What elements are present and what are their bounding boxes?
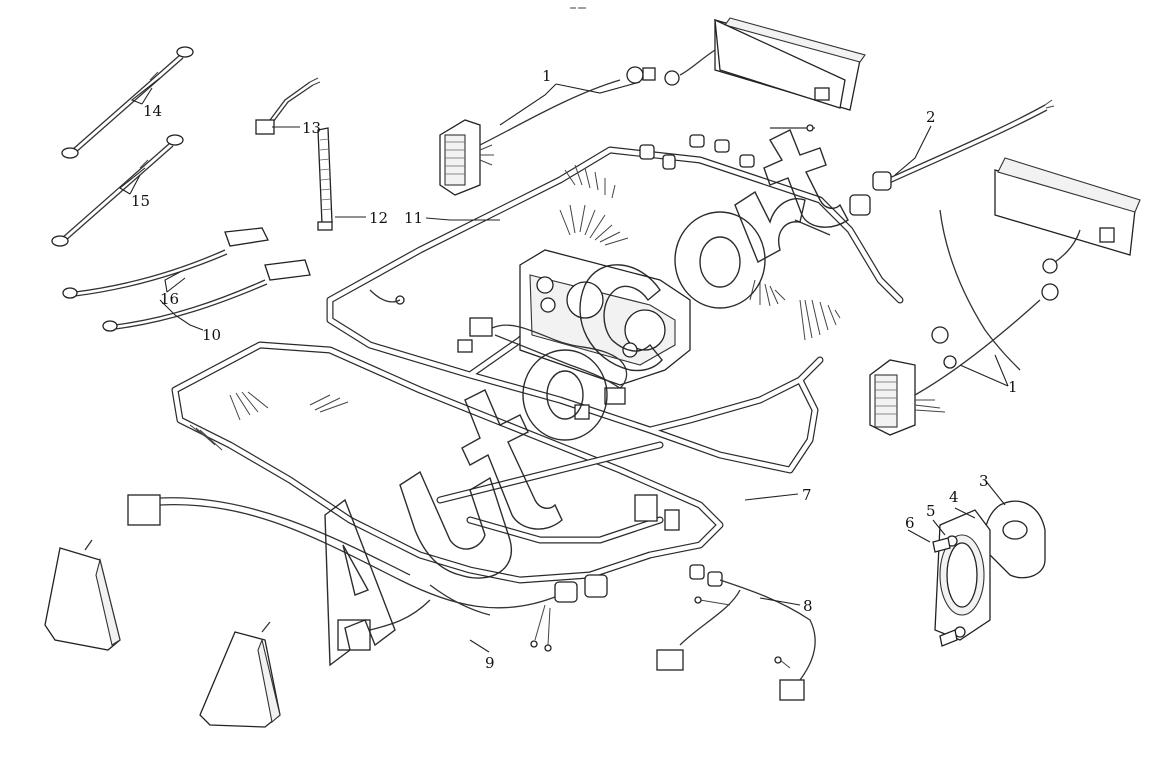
rear-light-upper	[664, 17, 866, 111]
sensor-lead-13	[255, 77, 321, 135]
fuse-lead-16	[62, 227, 269, 299]
callout-13: 13	[302, 119, 321, 137]
rear-light-lower	[994, 157, 1141, 274]
callout-16: 16	[160, 290, 179, 308]
callout-labels: 1 1 2 3 4 5 6 7 8 9 10 11 12 13 14 15 16	[131, 67, 1018, 672]
callout-12: 12	[369, 209, 388, 227]
callout-2: 2	[926, 108, 936, 126]
callout-8: 8	[803, 597, 813, 615]
rear-lamp-left	[44, 539, 121, 651]
callout-10: 10	[202, 326, 221, 344]
callout-6: 6	[905, 514, 915, 532]
callout-15: 15	[131, 192, 150, 210]
rear-lamp-right	[199, 621, 281, 728]
callout-1-right: 1	[1008, 378, 1018, 396]
front-lamp-left	[439, 66, 656, 196]
main-harness-frame	[171, 146, 904, 584]
callout-5: 5	[926, 502, 936, 520]
wire-terminal-fans	[189, 164, 841, 451]
front-lamp-right	[869, 209, 1059, 436]
fuse-lead-10	[102, 259, 311, 332]
callout-1-top: 1	[542, 67, 552, 85]
callout-3: 3	[979, 472, 989, 490]
callout-9: 9	[485, 654, 495, 672]
harness-connectors	[634, 124, 949, 531]
harness-item-9	[127, 494, 608, 652]
callout-11: 11	[404, 209, 423, 227]
callout-7: 7	[802, 486, 812, 504]
ground-strap-15	[51, 134, 184, 247]
callout-14: 14	[143, 102, 162, 120]
watermark-outline	[324, 129, 849, 667]
cable-item-2	[872, 99, 1055, 191]
grommet-assembly	[932, 500, 1046, 647]
instrument-cluster	[457, 249, 691, 420]
callout-leaders	[119, 77, 1009, 653]
ground-strap-14	[61, 46, 194, 159]
cable-tie-12	[317, 127, 333, 231]
callout-4: 4	[949, 488, 959, 506]
harness-item-8	[656, 564, 816, 701]
